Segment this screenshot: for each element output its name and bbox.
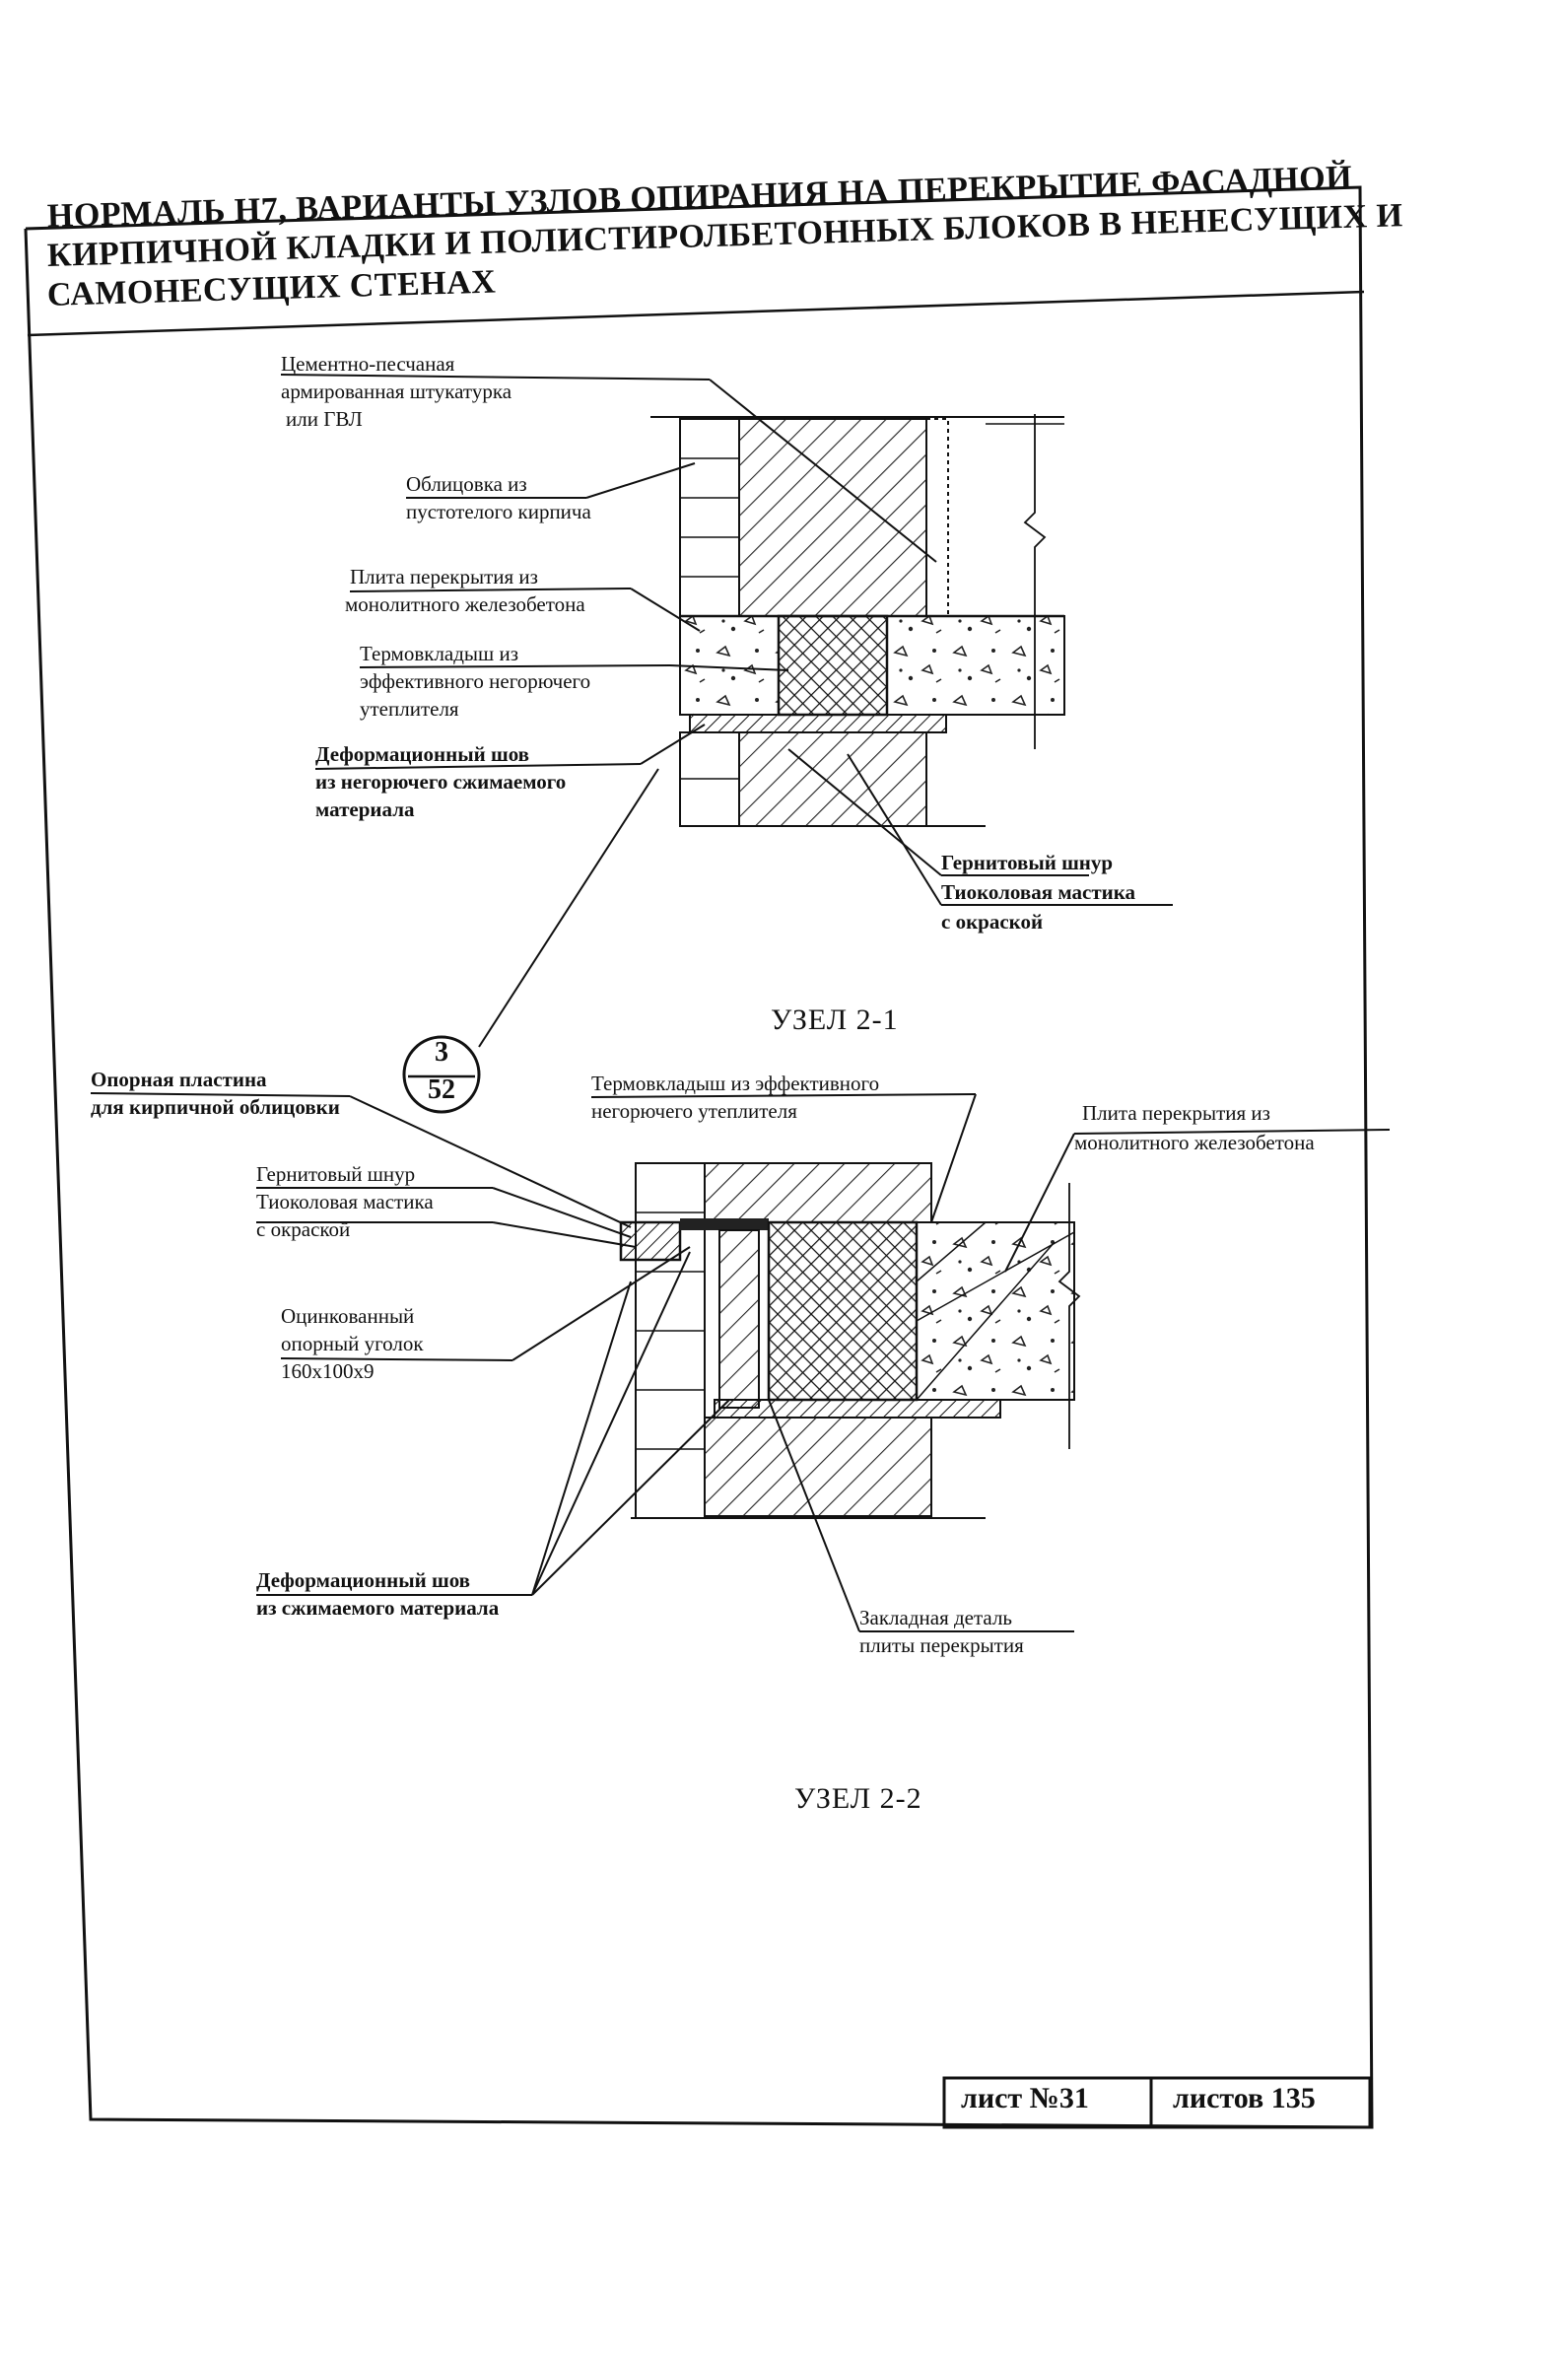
- sheet-number: лист №31: [961, 2082, 1089, 2114]
- label-mastic-line2: с окраской: [941, 910, 1044, 934]
- reference-circle: [402, 1035, 481, 1114]
- label-insert-line2: эффективного негорючего: [360, 669, 591, 693]
- label-plaster-line1: Цементно-песчаная: [281, 352, 455, 376]
- label-slab-line2: монолитного железобетона: [345, 592, 585, 616]
- label-cord2: Гернитовый шнур: [256, 1162, 416, 1186]
- sheets-total: листов 135: [1173, 2082, 1316, 2114]
- label-joint-line2: из негорючего сжимаемого: [315, 770, 567, 794]
- label-angle-line3: 160х100х9: [281, 1359, 375, 1383]
- label-joint-line3: материала: [315, 797, 415, 821]
- node-2-2-drawing: [90, 1092, 1391, 1632]
- label-slab2-line2: монолитного железобетона: [1074, 1131, 1315, 1154]
- label-mastic2-line2: с окраской: [256, 1217, 351, 1241]
- node-2-1-drawing: [280, 374, 1173, 1048]
- node-2-1-title: УЗЕЛ 2-1: [771, 1004, 899, 1036]
- label-slab2-line1: Плита перекрытия из: [1082, 1101, 1270, 1125]
- label-embed-line1: Закладная деталь: [859, 1606, 1012, 1629]
- label-facing-line1: Облицовка из: [406, 472, 527, 496]
- node-2-2-title: УЗЕЛ 2-2: [794, 1782, 922, 1815]
- label-plate-line2: для кирпичной облицовки: [91, 1095, 340, 1119]
- label-plaster-line3: или ГВЛ: [286, 407, 363, 431]
- label-insert2-line1: Термовкладыш из эффективного: [591, 1072, 880, 1095]
- label-insert-line1: Термовкладыш из: [360, 642, 518, 665]
- label-joint-line1: Деформационный шов: [315, 742, 530, 766]
- label-plate-line1: Опорная пластина: [91, 1068, 267, 1091]
- label-mastic-line1: Тиоколовая мастика: [941, 880, 1136, 904]
- reference-bottom-number: 52: [428, 1074, 455, 1105]
- label-facing-line2: пустотелого кирпича: [406, 500, 591, 523]
- label-slab-line1: Плита перекрытия из: [350, 565, 538, 588]
- label-insert2-line2: негорючего утеплителя: [591, 1099, 797, 1123]
- label-mastic2-line1: Тиоколовая мастика: [256, 1190, 434, 1213]
- label-angle-line2: опорный уголок: [281, 1332, 424, 1355]
- label-joint2-line2: из сжимаемого материала: [256, 1596, 500, 1620]
- sheet-stamp-box: [942, 2076, 1372, 2129]
- label-plaster-line2: армированная штукатурка: [281, 380, 512, 403]
- reference-top-number: 3: [435, 1037, 448, 1068]
- label-cord: Гернитовый шнур: [941, 851, 1114, 874]
- label-insert-line3: утеплителя: [360, 697, 459, 721]
- label-embed-line2: плиты перекрытия: [859, 1633, 1024, 1657]
- label-angle-line1: Оцинкованный: [281, 1304, 415, 1328]
- title-block: НОРМАЛЬ Н7, ВАРИАНТЫ УЗЛОВ ОПИРАНИЯ НА П…: [46, 160, 1403, 315]
- label-joint2-line1: Деформационный шов: [256, 1568, 471, 1592]
